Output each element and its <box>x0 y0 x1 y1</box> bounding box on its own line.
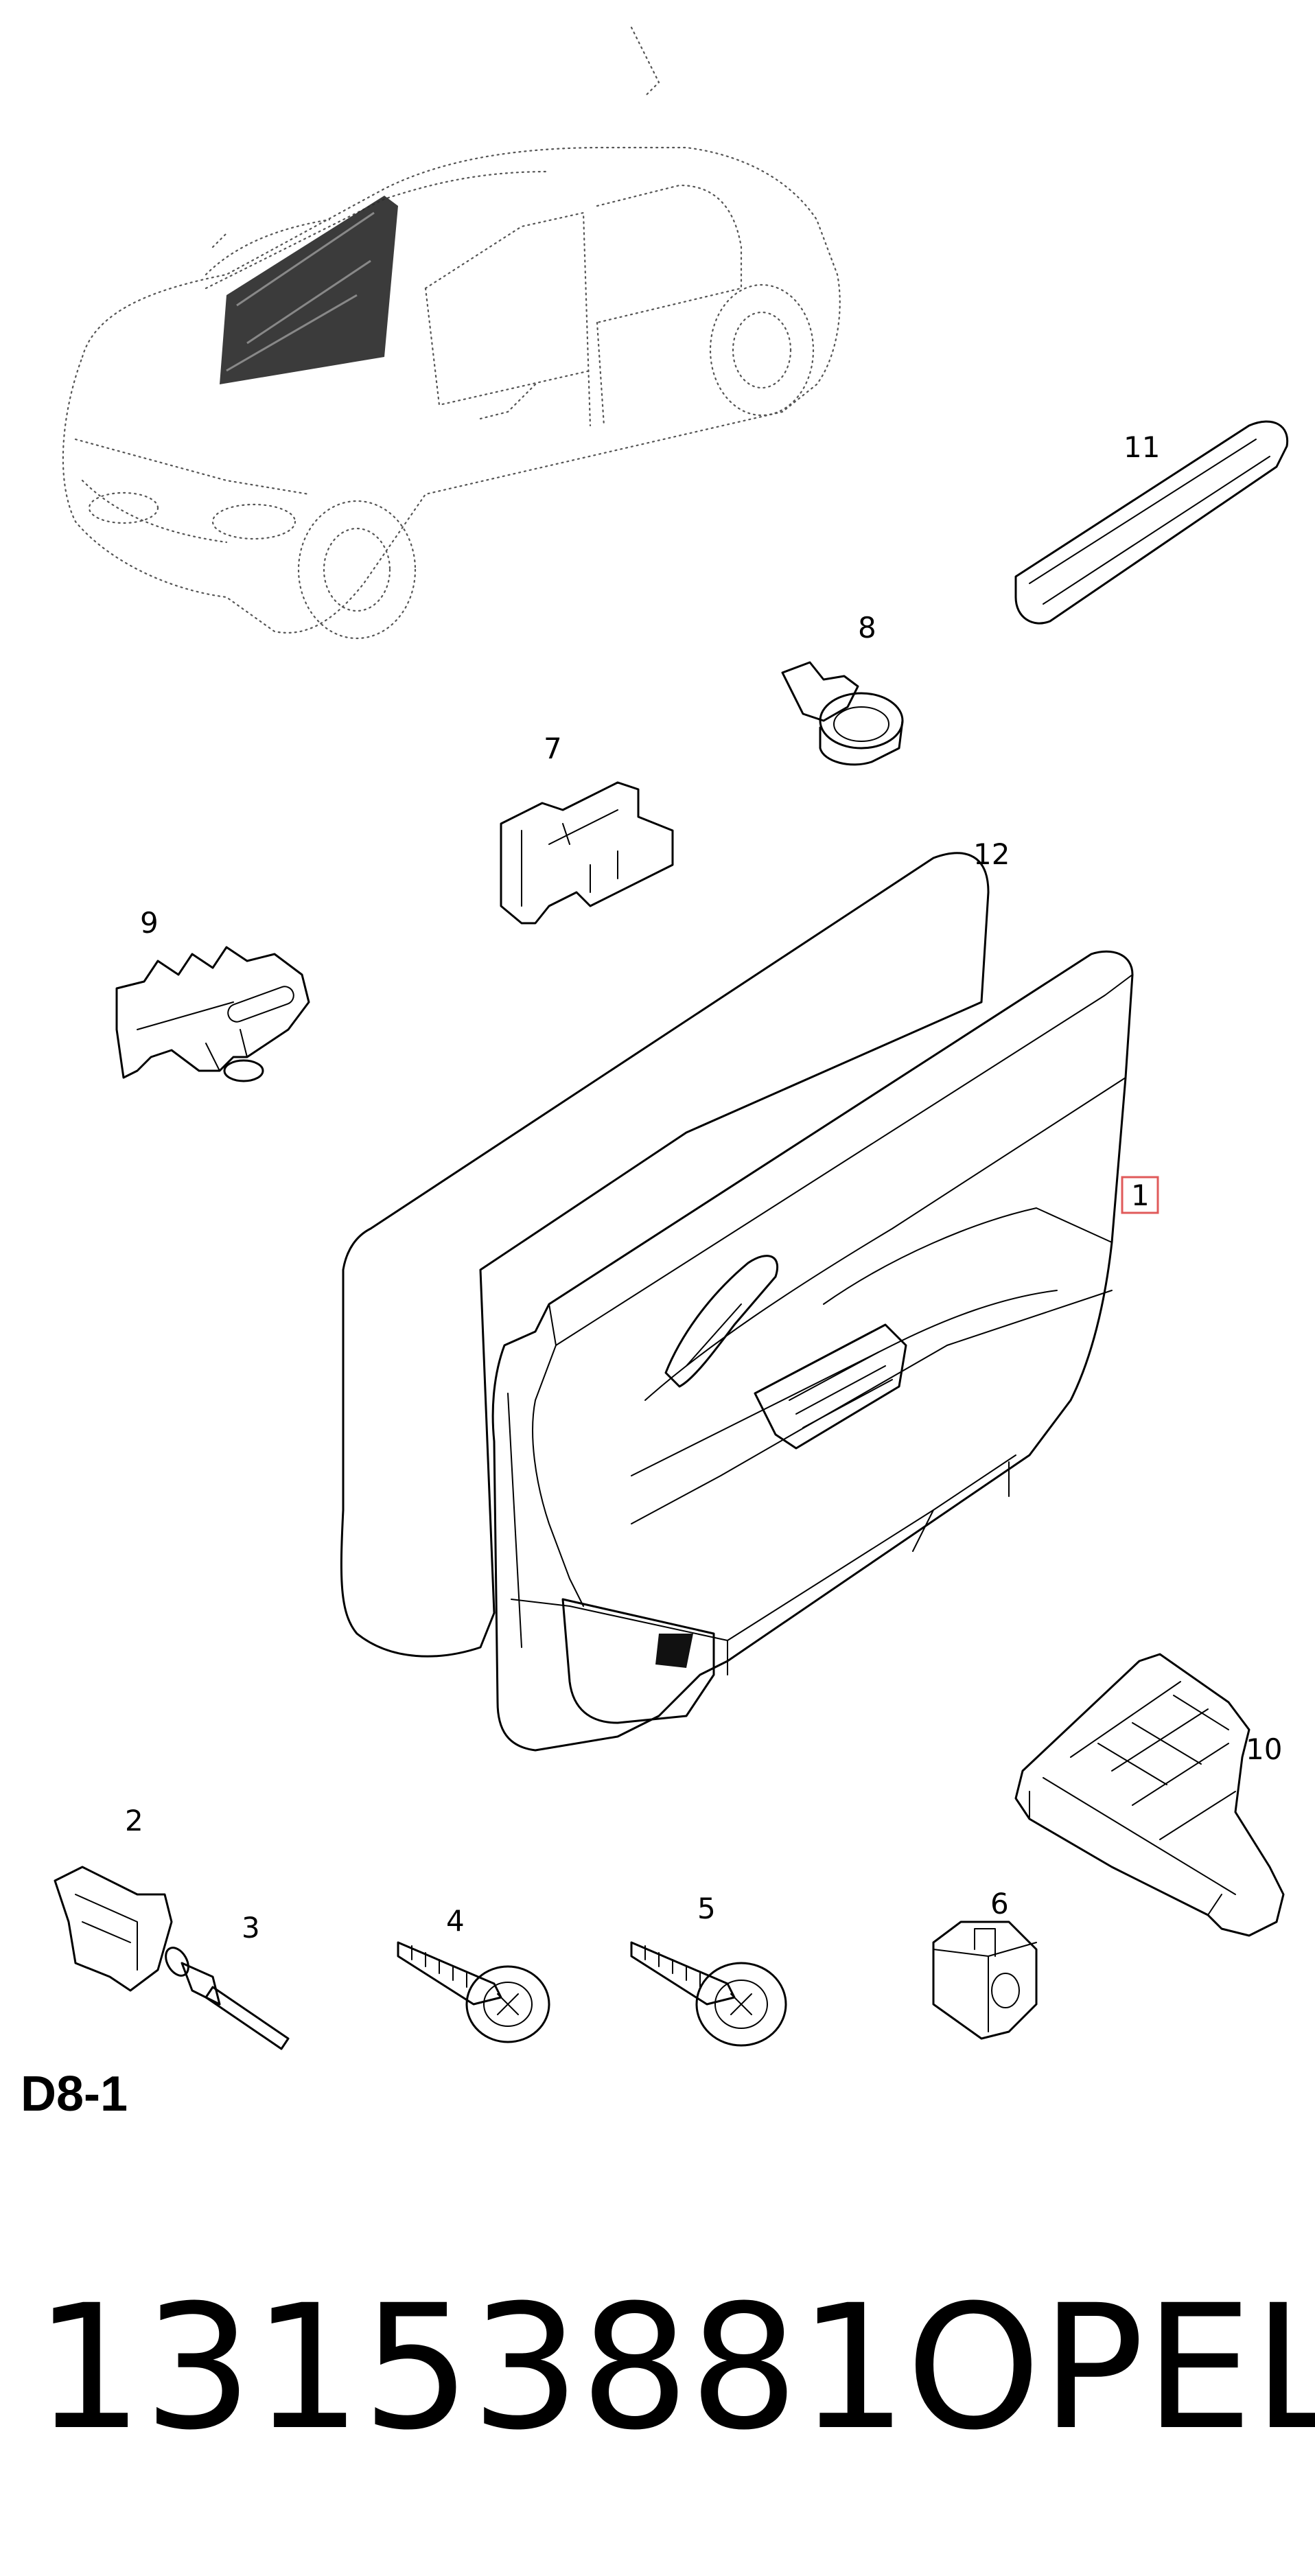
part-5-screw <box>630 1941 787 2047</box>
part-7-clip <box>500 781 674 925</box>
part-4-screw <box>397 1941 550 2043</box>
callout-11: 11 <box>1124 430 1160 464</box>
brand-name: OPEL <box>906 2268 1315 2468</box>
callout-2: 2 <box>125 1804 143 1837</box>
callout-8: 8 <box>858 611 876 645</box>
part-8-push-clip <box>781 661 904 766</box>
callout-10: 10 <box>1246 1732 1282 1766</box>
sheet-code: D8-1 <box>21 2067 128 2122</box>
callout-12: 12 <box>973 837 1010 871</box>
part-9-retainer <box>115 946 310 1082</box>
part-6-nut-clip <box>932 1921 1038 2040</box>
callout-5: 5 <box>697 1892 716 1925</box>
part-2-spring-clip <box>54 1866 173 1992</box>
part-number: 13153881 <box>34 2268 908 2468</box>
part-10-bracket <box>1014 1653 1285 1937</box>
part-12-insulation-sheet <box>340 852 990 1658</box>
part-1-door-trim-panel <box>491 950 1134 1752</box>
callout-3: 3 <box>242 1911 260 1945</box>
part-11-trim-strip <box>1014 420 1289 625</box>
part-3-rivet <box>165 1947 290 2050</box>
callout-6: 6 <box>990 1887 1009 1921</box>
callout-1: 1 <box>1131 1179 1150 1212</box>
locator-car-illustration <box>62 26 841 640</box>
callout-7: 7 <box>544 732 562 765</box>
callout-9: 9 <box>140 906 159 940</box>
callout-4: 4 <box>446 1904 465 1938</box>
part-1-highlight-box <box>1121 1176 1159 1214</box>
